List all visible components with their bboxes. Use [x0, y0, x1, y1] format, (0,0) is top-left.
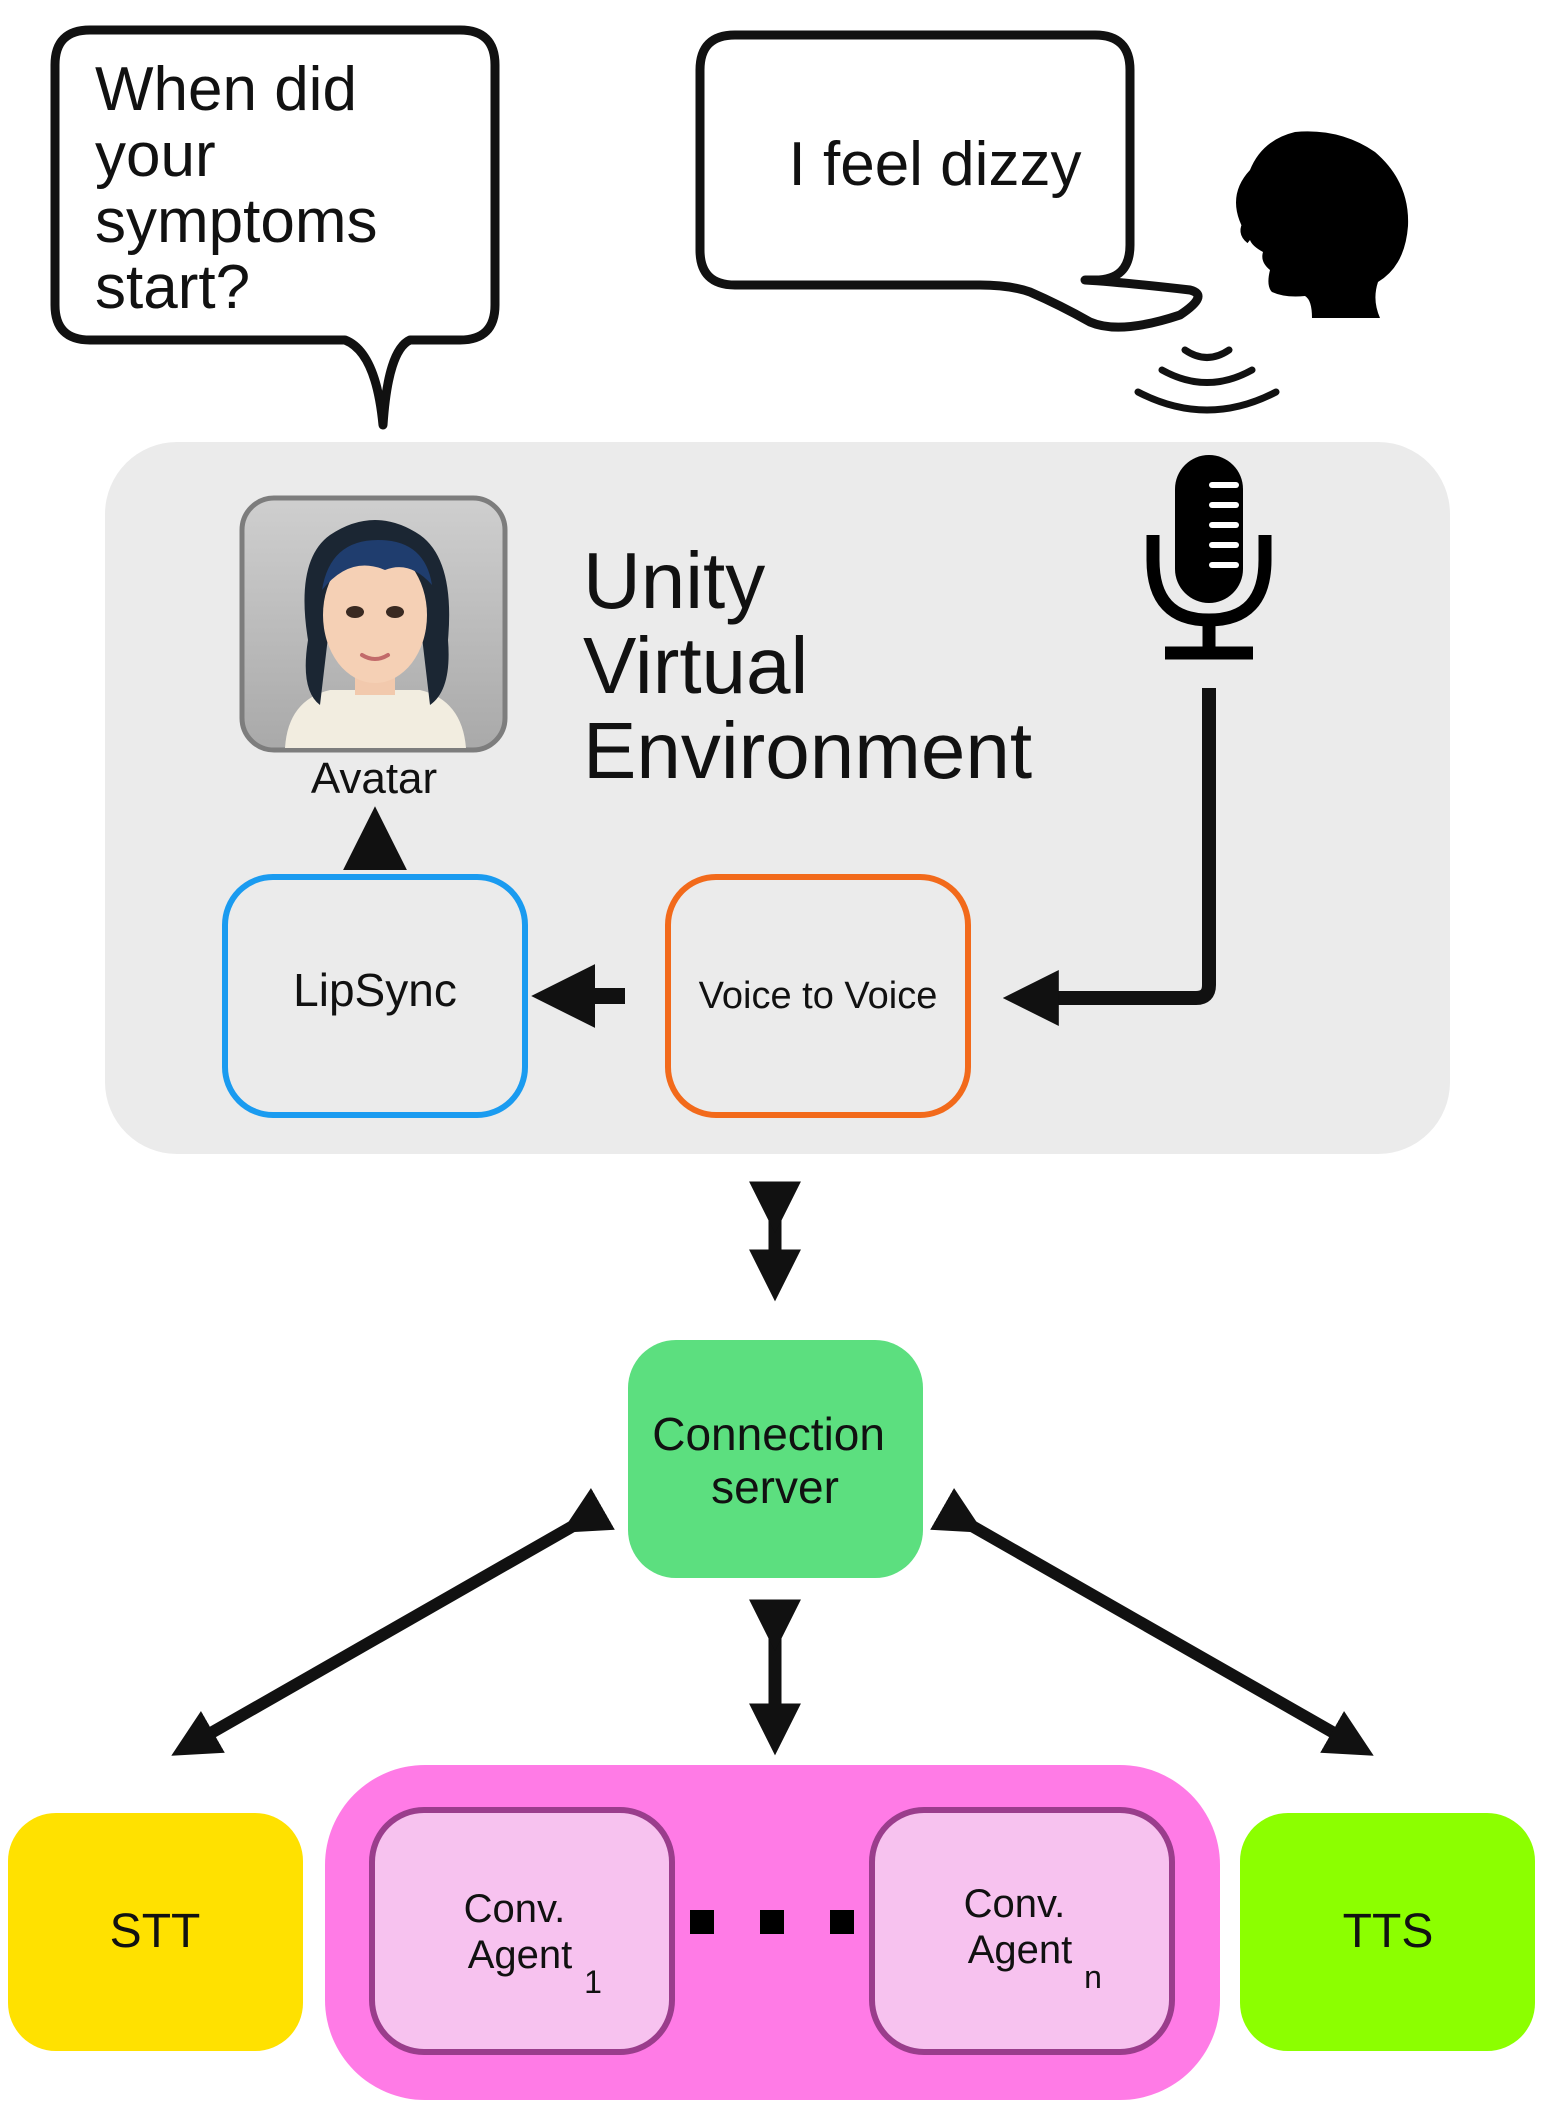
mic-to-voice-arrow: [1002, 688, 1216, 1026]
agent-label-line: Agent: [468, 1933, 573, 1977]
agent-subscript: n: [1084, 1959, 1102, 1995]
svg-text:Connection server: Connection server: [652, 1408, 898, 1513]
avatar-question-text: When did your symptoms start?: [95, 55, 395, 322]
stt-box: STT: [8, 1813, 303, 2051]
lipsync-label: LipSync: [293, 964, 457, 1016]
svg-text:Conv. Agent: Conv. Agent: [464, 1887, 577, 1977]
unity-title: Unity Virtual Environment: [583, 536, 1032, 795]
agent-label-line: Conv.: [964, 1882, 1066, 1926]
avatar-question-line: When did: [95, 55, 357, 124]
sound-waves-icon: [1134, 346, 1280, 414]
unity-title-line: Environment: [583, 706, 1032, 795]
unity-title-line: Virtual: [583, 621, 808, 710]
tts-box: TTS: [1240, 1813, 1535, 2051]
voice-to-voice-box: Voice to Voice: [665, 874, 971, 1118]
server-stt-arrow: [171, 1488, 615, 1756]
lipsync-box: LipSync: [222, 874, 528, 1118]
server-label-line: server: [711, 1461, 839, 1513]
agent-label-line: Conv.: [464, 1887, 566, 1931]
conv-agent-1-box: Conv. Agent 1: [369, 1807, 675, 2055]
microphone-icon: [1146, 455, 1272, 660]
voice-to-voice-label: Voice to Voice: [699, 975, 938, 1017]
unity-title-line: Unity: [583, 536, 765, 625]
ellipsis-dots: [690, 1910, 854, 1934]
connection-server-box: Connection server: [628, 1340, 923, 1578]
agent-subscript: 1: [584, 1964, 602, 2000]
svg-text:Conv. Agent: Conv. Agent: [964, 1882, 1077, 1972]
avatar-question-line: start?: [95, 253, 250, 322]
avatar-speech-bubble: When did your symptoms start?: [50, 25, 500, 430]
avatar-portrait-icon: [239, 495, 508, 753]
person-head-icon: [1236, 131, 1409, 318]
avatar-question-line: symptoms: [95, 187, 377, 256]
avatar-question-line: your: [95, 121, 216, 190]
user-utterance-text: I feel dizzy: [789, 130, 1082, 199]
server-label-line: Connection: [652, 1408, 885, 1460]
svg-text:Unity Virtual Envi: Unity Virtual Environment: [583, 536, 1032, 795]
server-tts-arrow: [930, 1488, 1374, 1756]
avatar-label: Avatar: [311, 754, 437, 803]
stt-label: STT: [110, 1905, 201, 1958]
user-speech-bubble: I feel dizzy: [695, 30, 1203, 332]
conv-agent-n-box: Conv. Agent n: [869, 1807, 1175, 2055]
agent-label-line: Agent: [968, 1928, 1073, 1972]
tts-label: TTS: [1343, 1905, 1434, 1958]
